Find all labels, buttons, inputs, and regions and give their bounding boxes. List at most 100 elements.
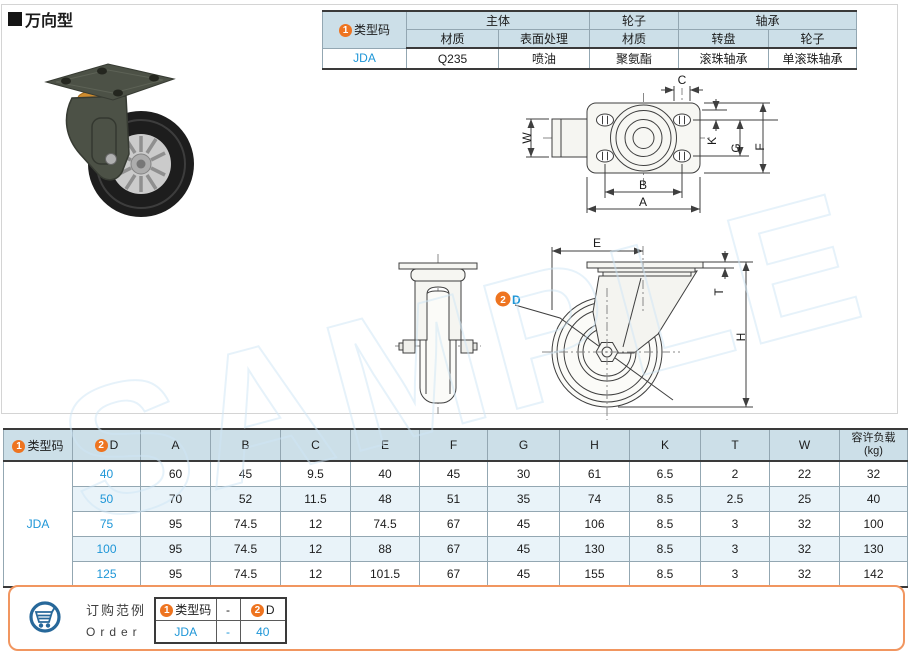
dim-cell: 48 xyxy=(350,486,420,512)
dim-cell: 30 xyxy=(487,460,560,487)
badge-2-icon: 2 xyxy=(250,603,264,617)
spec-cell-body-material: Q235 xyxy=(406,47,499,70)
dim-cell: 12 xyxy=(280,561,351,588)
dim-cell: 8.5 xyxy=(629,536,701,562)
badge-2-icon: 2 xyxy=(94,439,108,452)
dim-cell: 12 xyxy=(280,536,351,562)
spec-header-wheel: 轮子 xyxy=(589,10,680,30)
load-cell: 142 xyxy=(839,561,908,588)
dim-row-75: 75 95 74.5 12 74.5 67 45 106 8.5 3 32 10… xyxy=(4,511,908,537)
order-type-code-label: 类型码 xyxy=(175,603,212,617)
dim-cell: 8.5 xyxy=(629,486,701,512)
spec-header-body: 主体 xyxy=(405,10,591,30)
product-photo xyxy=(44,63,194,217)
dim-label-k: K xyxy=(705,137,719,145)
dim-cell: 74.5 xyxy=(350,511,420,537)
spec-cell-wheel-material: 聚氨酯 xyxy=(589,47,680,70)
dim-cell: 40 xyxy=(350,460,420,487)
dim-cell: 45 xyxy=(487,561,560,588)
spec-type-code-label: 类型码 xyxy=(353,23,390,38)
d-cell: 125 xyxy=(72,561,141,588)
title-bullet-square xyxy=(8,12,22,26)
dim-cell: 74.5 xyxy=(210,536,281,562)
d-cell: 75 xyxy=(72,511,141,537)
dim-cell: 155 xyxy=(559,561,630,588)
order-header-dash: - xyxy=(215,597,241,621)
dim-cell: 45 xyxy=(419,460,488,487)
dim-cell: 95 xyxy=(140,561,211,588)
dim-cell: 11.5 xyxy=(280,486,351,512)
spec-cell-surface: 喷油 xyxy=(497,47,591,70)
order-example-d: 40 xyxy=(239,620,287,644)
dim-row-40: JDA 40 60 45 9.5 40 45 30 61 6.5 2 22 32 xyxy=(3,460,908,588)
dim-cell: 32 xyxy=(769,561,840,588)
load-label-cn: 容许负载 xyxy=(851,432,896,444)
dim-label-g: G xyxy=(729,143,743,152)
page-title-text: 万向型 xyxy=(25,13,74,30)
dim-cell: 2.5 xyxy=(700,486,770,512)
order-label-en: Order xyxy=(86,625,142,639)
spec-subheader-surface: 表面处理 xyxy=(497,29,591,49)
dim-row-125: 125 95 74.5 12 101.5 67 45 155 8.5 3 32 … xyxy=(4,561,908,588)
dim-cell: 88 xyxy=(350,536,420,562)
col-header-a: A xyxy=(140,428,211,462)
col-header-w: W xyxy=(769,428,840,462)
order-labels: 订购范例 Order xyxy=(86,600,146,639)
dim-label-f: F xyxy=(753,143,767,150)
dim-cell: 3 xyxy=(700,536,770,562)
spec-cell-wheel-bearing: 单滚珠轴承 xyxy=(768,47,858,70)
dim-label-d: D xyxy=(512,293,521,307)
spec-subheader-swivel: 转盘 xyxy=(678,29,770,49)
side-view-drawing xyxy=(514,246,753,420)
dim-cell: 32 xyxy=(769,536,840,562)
badge-1-icon: 1 xyxy=(12,439,26,453)
dim-cell: 8.5 xyxy=(629,511,701,537)
spec-subheader-wheel-material: 材质 xyxy=(589,29,680,49)
dim-cell: 45 xyxy=(487,536,560,562)
order-example-dash: - xyxy=(215,620,241,644)
dim-cell: 45 xyxy=(210,460,281,487)
load-cell: 130 xyxy=(839,536,908,562)
d-cell: 100 xyxy=(72,536,141,562)
dim-cell: 67 xyxy=(419,561,488,588)
dim-cell: 101.5 xyxy=(350,561,420,588)
col-header-t: T xyxy=(700,428,770,462)
dim-cell: 74.5 xyxy=(210,511,281,537)
front-view-drawing xyxy=(395,254,481,414)
type-code-cell: JDA xyxy=(3,460,73,588)
col-header-f: F xyxy=(419,428,488,462)
spec-subheader-material: 材质 xyxy=(406,29,499,49)
dim-cell: 22 xyxy=(769,460,840,487)
dim-cell: 8.5 xyxy=(629,561,701,588)
d-cell: 50 xyxy=(72,486,141,512)
dim-cell: 12 xyxy=(280,511,351,537)
dim-label-t: T xyxy=(712,288,726,296)
load-label-unit: (kg) xyxy=(864,445,883,457)
dim-label-c: C xyxy=(678,73,687,87)
cart-icon xyxy=(29,601,61,633)
dim-cell: 6.5 xyxy=(629,460,701,487)
type-code-header-label: 类型码 xyxy=(27,438,64,453)
badge-2-number: 2 xyxy=(500,295,506,306)
badge-1-icon: 1 xyxy=(160,604,174,617)
order-example-code: JDA xyxy=(154,620,217,644)
dim-cell: 106 xyxy=(559,511,630,537)
dim-row-50: 50 70 52 11.5 48 51 35 74 8.5 2.5 25 40 xyxy=(4,486,908,512)
order-d-label: D xyxy=(265,602,275,617)
dim-cell: 74 xyxy=(559,486,630,512)
top-view-drawing xyxy=(526,86,778,213)
dim-cell: 60 xyxy=(140,460,211,487)
technical-drawings: C K G F W B A E T H 2 D xyxy=(395,73,778,420)
dim-cell: 51 xyxy=(419,486,488,512)
load-cell: 40 xyxy=(839,486,908,512)
col-header-load: 容许负载 (kg) xyxy=(839,428,908,462)
badge-1-icon: 1 xyxy=(338,24,352,38)
dim-cell: 52 xyxy=(210,486,281,512)
